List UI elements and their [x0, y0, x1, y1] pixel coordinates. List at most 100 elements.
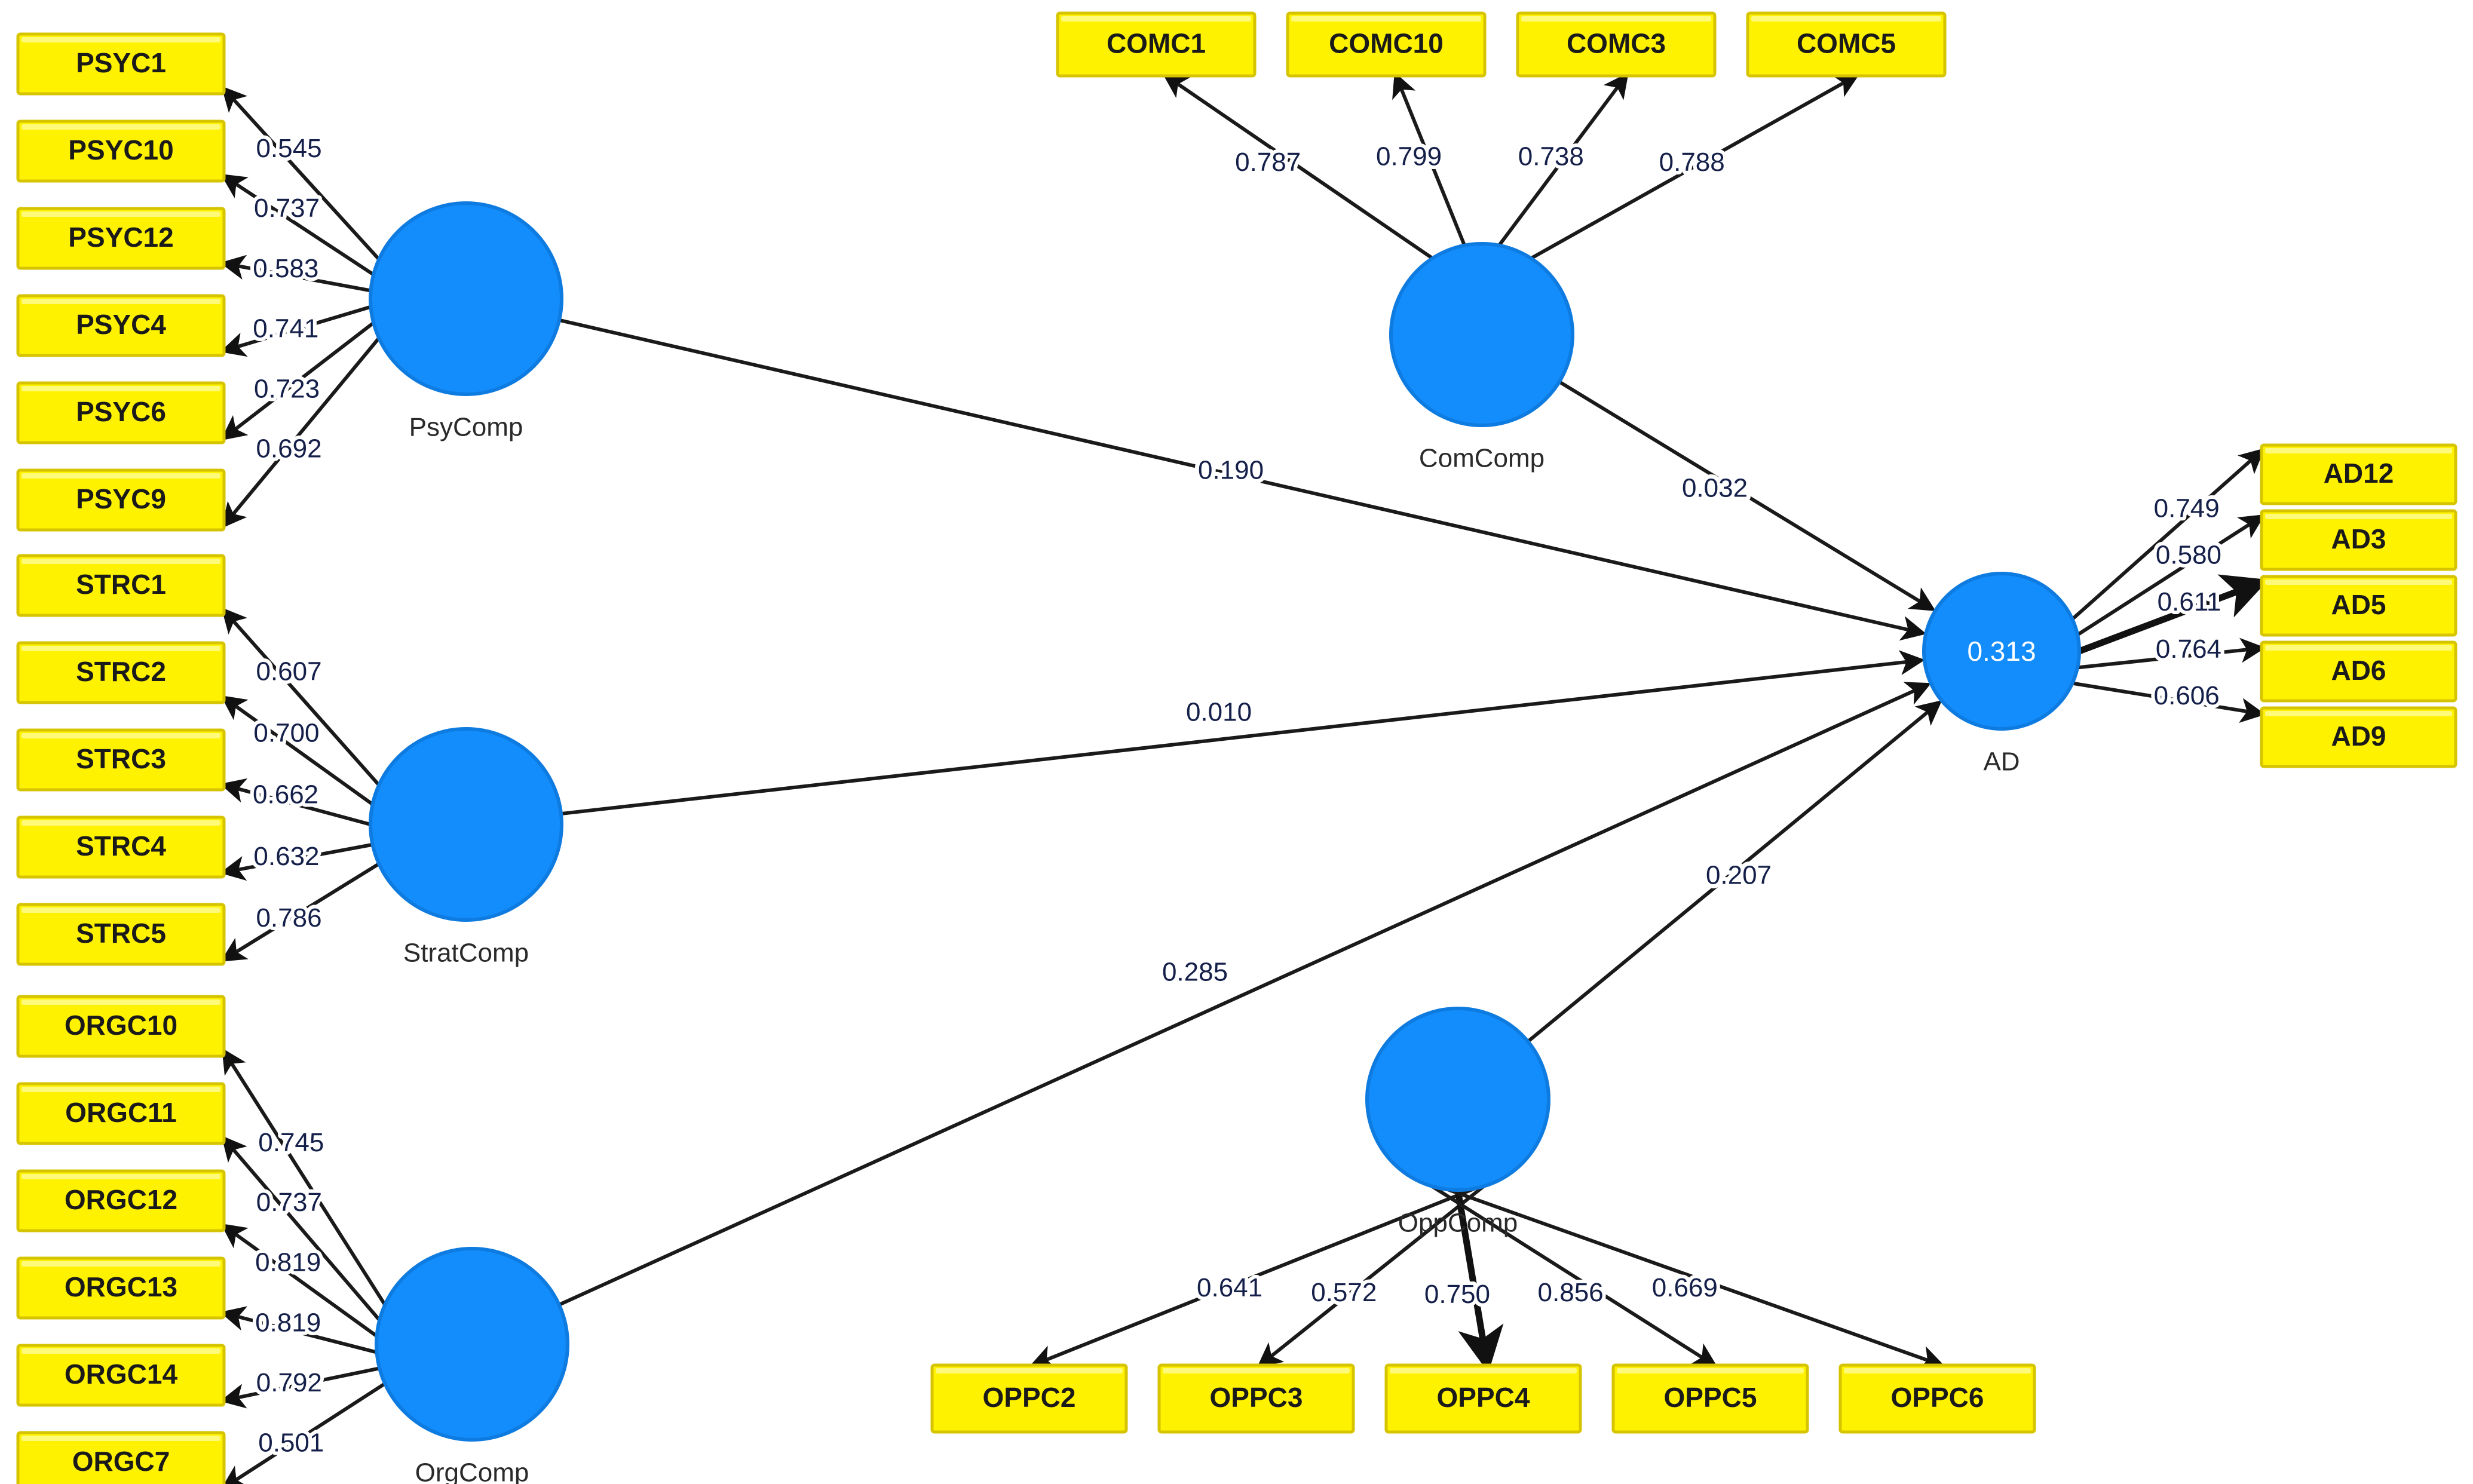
- loading-edge-head: [220, 1384, 284, 1409]
- loading-edge-tail: [2077, 654, 2192, 670]
- loading-coefficient: 0.700: [253, 718, 319, 747]
- indicator-box-highlight: [1617, 1368, 1804, 1373]
- indicator-box-rect: [930, 1363, 1128, 1434]
- loading-edge-head: [1257, 1283, 1362, 1368]
- indicator-label: ORGC12: [65, 1184, 177, 1215]
- indicator-box: PSYC12: [16, 207, 226, 270]
- loading-coefficient: 0.786: [256, 903, 321, 933]
- indicator-box-rect: [16, 32, 226, 96]
- indicator-box: PSYC6: [16, 381, 226, 444]
- latent-construct[interactable]: OrgComp: [375, 1247, 569, 1484]
- path-coefficient: 0.207: [1706, 861, 1772, 890]
- loading-coefficient: 0.501: [258, 1428, 324, 1457]
- latent-circle[interactable]: [1389, 242, 1574, 427]
- indicator-box-highlight: [1291, 16, 1481, 22]
- indicator-box-highlight: [1163, 1368, 1350, 1373]
- indicator-box-highlight: [2265, 514, 2452, 519]
- loading-edge-head: [220, 174, 282, 216]
- indicator-box: STRC5: [16, 903, 226, 966]
- indicator-label: ORGC13: [65, 1271, 177, 1302]
- latent-construct[interactable]: OppComp: [1365, 1007, 1550, 1238]
- indicator-box-highlight: [22, 1261, 220, 1267]
- indicator-box-highlight: [22, 1087, 220, 1092]
- indicator-box-highlight: [2265, 448, 2452, 453]
- indicator-box-rect: [1611, 1363, 1809, 1434]
- loading-edge-tail: [279, 737, 374, 806]
- loading-edge-head: [2189, 698, 2266, 723]
- loading-coefficient: 0.611: [2158, 587, 2221, 617]
- latent-construct[interactable]: ComComp: [1389, 242, 1574, 473]
- loading-coefficient: 0.606: [2154, 681, 2220, 710]
- indicator-box-highlight: [22, 124, 220, 130]
- loading-coefficient: 0.819: [255, 1248, 321, 1277]
- latent-circle[interactable]: [369, 727, 563, 922]
- loading-edge-tail: [2071, 681, 2190, 704]
- loading-edge-head: [220, 778, 280, 803]
- indicator-box-rect: [2260, 706, 2457, 768]
- loading-coefficient: 0.737: [256, 1188, 322, 1217]
- indicator-box: ORGC10: [16, 995, 226, 1058]
- indicator-box: AD5: [2260, 575, 2457, 637]
- indicator-label: COMC1: [1107, 28, 1206, 59]
- loading-edge-head: [1392, 72, 1429, 153]
- indicator-box-rect: [2260, 443, 2457, 505]
- loading-edge-tail: [1431, 1185, 1589, 1286]
- loading-edge-head: [1709, 73, 1860, 160]
- indicator-box-highlight: [2265, 711, 2452, 716]
- loading-coefficient: 0.632: [253, 842, 319, 871]
- indicator-box-highlight: [22, 1436, 220, 1441]
- loading-coefficient: 0.741: [253, 314, 318, 344]
- indicator-box: STRC4: [16, 815, 226, 879]
- indicator-box-rect: [1056, 11, 1257, 78]
- indicator-label: OPPC3: [1210, 1382, 1303, 1413]
- loading-edge-tail: [1497, 151, 1571, 247]
- indicator-box-highlight: [22, 37, 220, 42]
- indicator-box-rect: [16, 554, 226, 617]
- indicator-box: STRC1: [16, 554, 226, 617]
- loading-coefficient: 0.737: [254, 194, 320, 223]
- indicator-boxes-layer: PSYC1PSYC10PSYC12PSYC4PSYC6PSYC9STRC1STR…: [16, 11, 2457, 1484]
- indicator-box: PSYC1: [16, 32, 226, 96]
- latent-construct[interactable]: PsyComp: [369, 201, 563, 442]
- indicator-box-rect: [16, 1256, 226, 1320]
- indicator-box-rect: [1384, 1363, 1582, 1434]
- indicator-box: ORGC12: [16, 1169, 226, 1232]
- indicator-box: OPPC4: [1384, 1363, 1582, 1434]
- loading-edge-head: [220, 921, 284, 962]
- indicator-box-rect: [16, 1082, 226, 1145]
- loading-edge-head: [220, 332, 281, 357]
- r-squared-value: 0.313: [1967, 636, 2036, 667]
- loading-edge-tail: [281, 1206, 381, 1322]
- indicator-box: PSYC9: [16, 468, 226, 532]
- indicator-box-highlight: [936, 1368, 1123, 1373]
- loading-edge-tail: [281, 1326, 378, 1354]
- latent-circle[interactable]: [1365, 1007, 1550, 1192]
- latent-circle[interactable]: [369, 201, 563, 396]
- indicator-label: STRC3: [76, 743, 166, 774]
- indicator-box-highlight: [22, 211, 220, 217]
- loading-coefficient: 0.799: [1376, 142, 1442, 171]
- latent-construct[interactable]: StratComp: [369, 727, 563, 968]
- loading-edge-head: [1162, 73, 1287, 160]
- path-coefficient: 0.010: [1186, 698, 1252, 727]
- latent-name: ComComp: [1419, 444, 1545, 473]
- structural-edge-tail: [560, 737, 1219, 816]
- indicator-label: PSYC9: [76, 483, 166, 514]
- latent-circle[interactable]: [1922, 572, 2081, 731]
- structural-edge-head: [1737, 700, 1942, 869]
- loading-edge-head: [1700, 1278, 1945, 1370]
- structural-edge-tail: [1558, 380, 1716, 479]
- latent-name: OrgComp: [415, 1458, 529, 1484]
- indicator-box: STRC3: [16, 728, 226, 792]
- indicator-box-highlight: [22, 1174, 220, 1179]
- loading-edge-tail: [283, 1366, 380, 1390]
- indicator-label: COMC5: [1797, 28, 1896, 59]
- indicator-box-highlight: [1061, 16, 1251, 22]
- loading-edge-head: [220, 1223, 283, 1270]
- indicator-label: PSYC6: [76, 396, 166, 427]
- latent-circle[interactable]: [375, 1247, 569, 1442]
- loading-edge-head: [220, 1306, 283, 1331]
- loading-edge-tail: [281, 862, 380, 925]
- loading-edge-tail: [281, 152, 381, 261]
